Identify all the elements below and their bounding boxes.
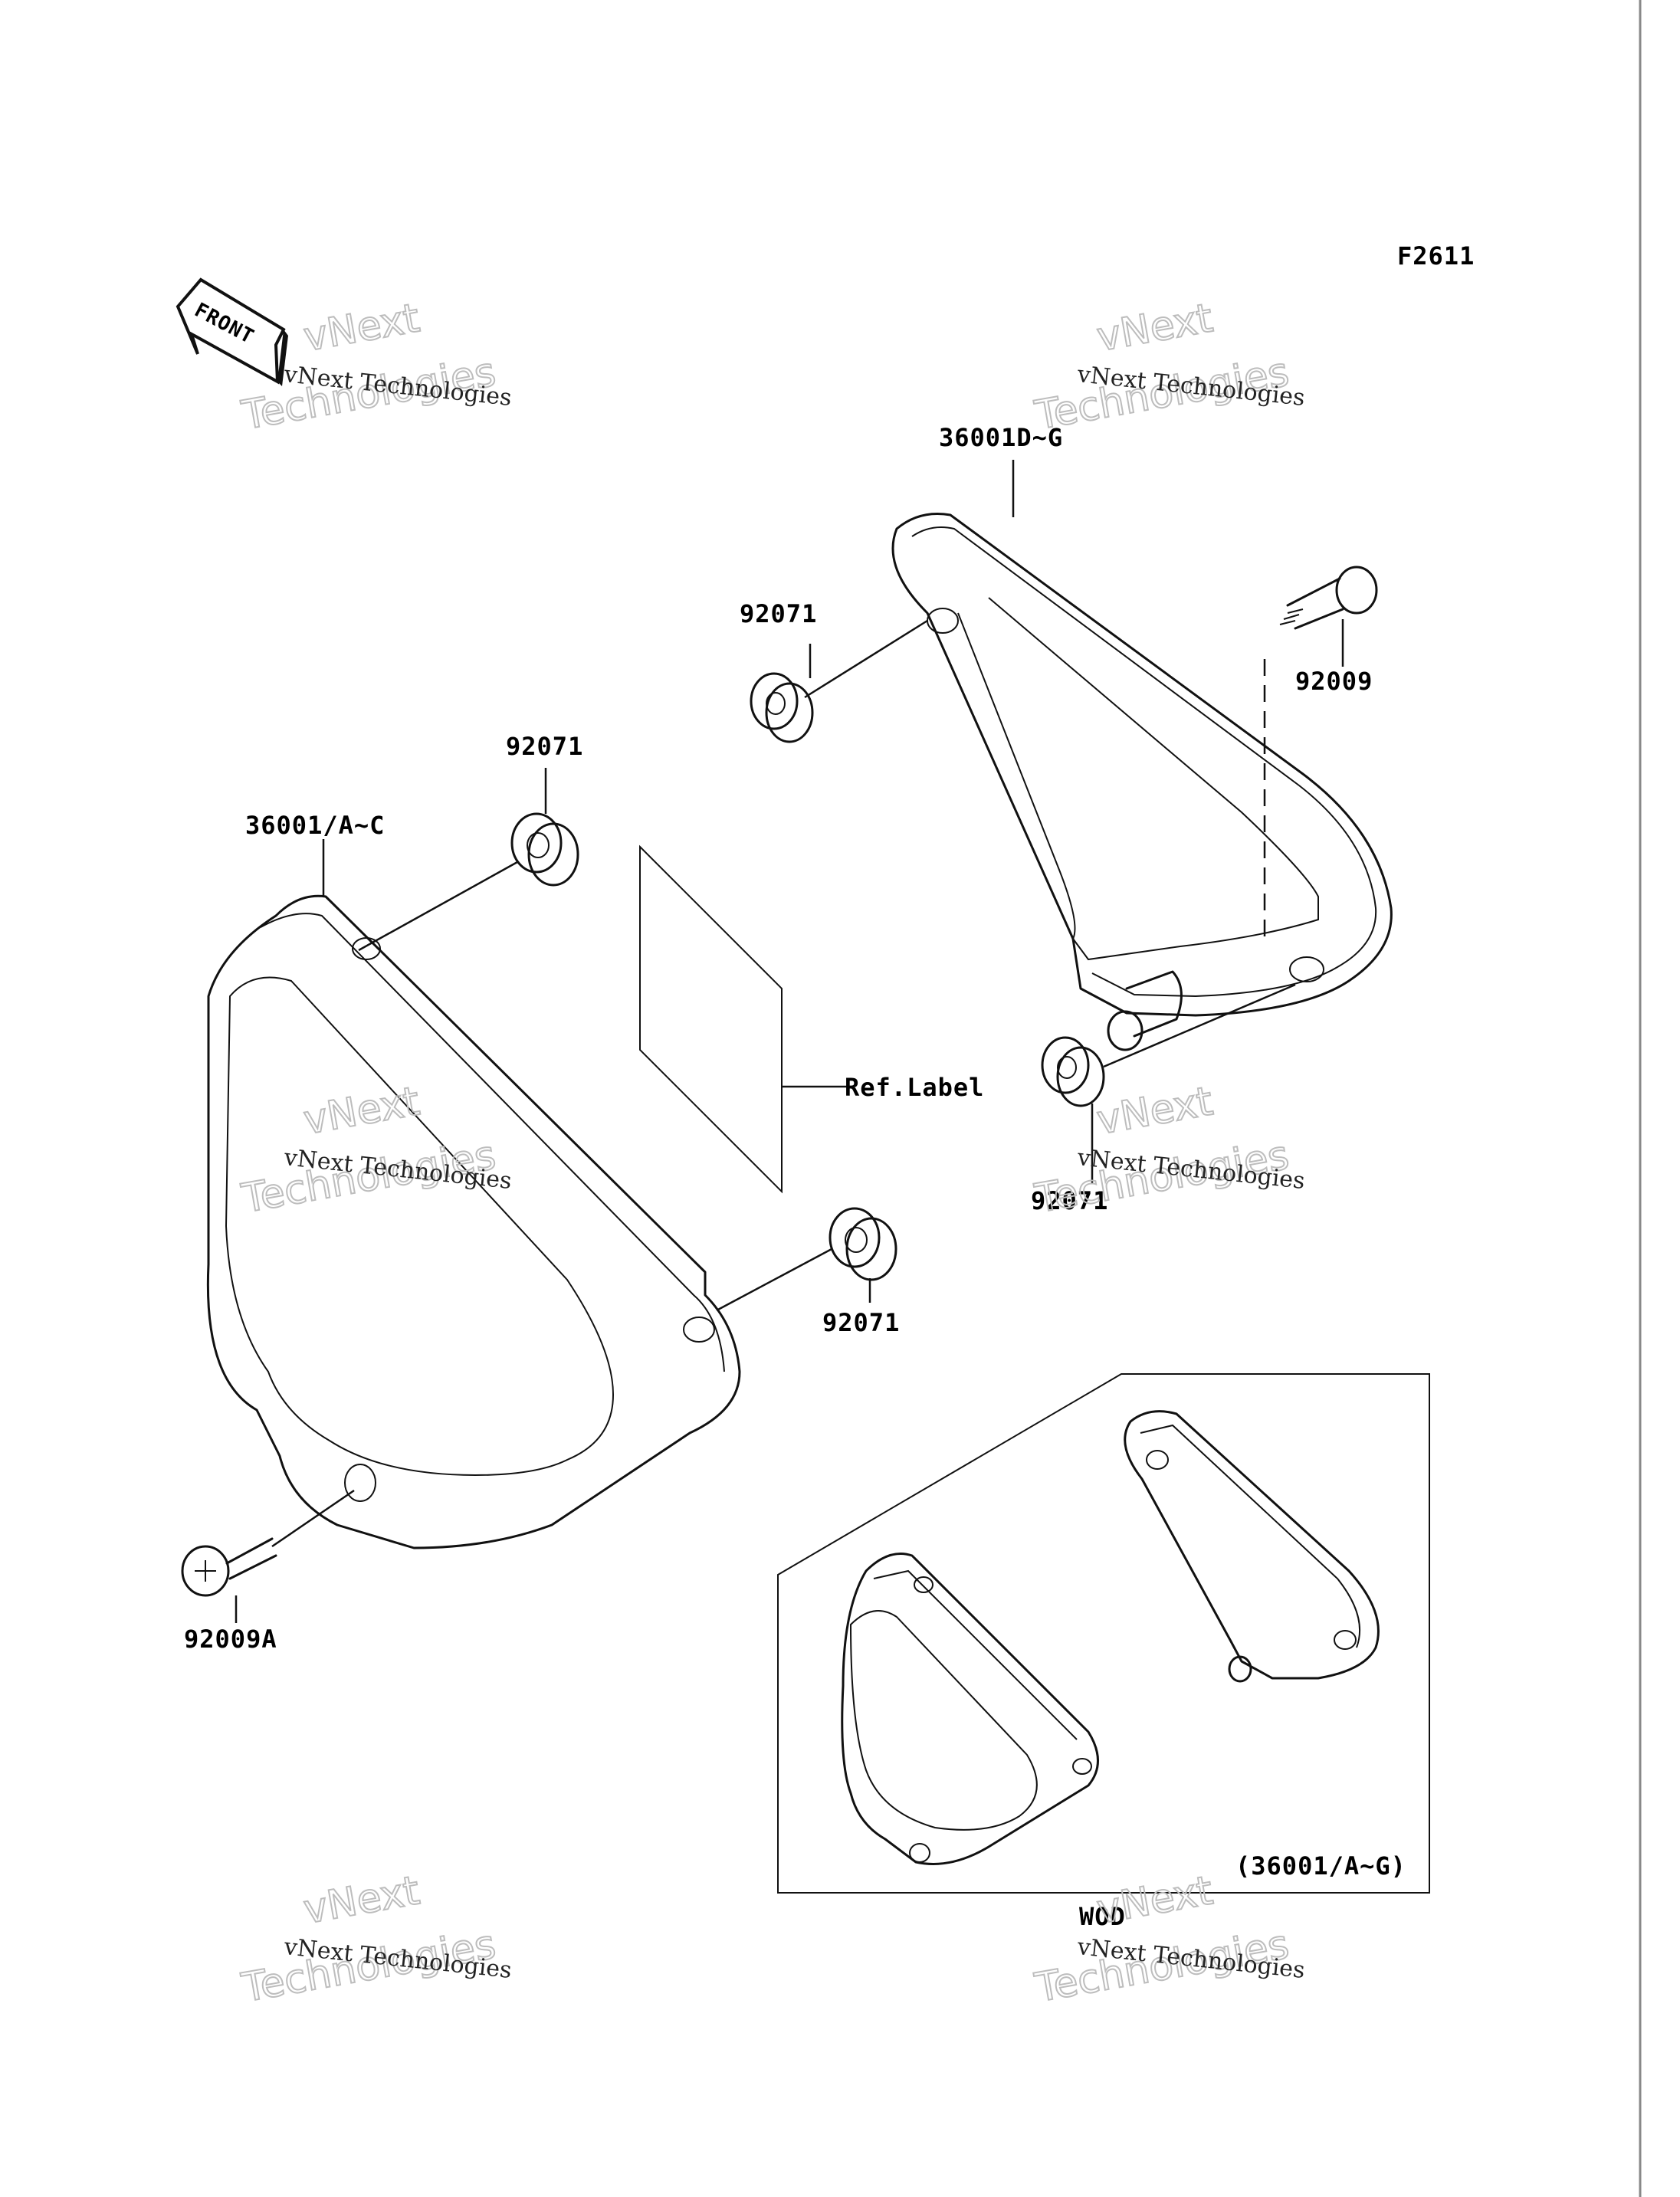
bolt-92009a-icon <box>181 1537 277 1597</box>
front-arrow-icon: FRONT <box>176 277 288 386</box>
left-side-cover <box>206 894 741 1549</box>
leader-grommet-lr <box>1103 983 1296 1068</box>
label-ref-label: Ref.Label <box>845 1073 984 1102</box>
label-36001d-g: 36001D~G <box>939 423 1063 452</box>
watermark-6: vNext Technologies vNext Technologies <box>1031 1867 1306 2012</box>
watermark-vnext: vNext <box>300 1867 423 1933</box>
label-92009: 92009 <box>1295 667 1373 696</box>
grommet-upper-right <box>750 672 814 743</box>
watermark-3: vNext Technologies vNext Technologies <box>238 1077 513 1223</box>
watermark-vnext: vNext <box>1094 1867 1216 1933</box>
ref-label-sheet <box>639 844 783 1194</box>
leader-bolt-92009a <box>271 1489 355 1548</box>
inset-note: WOD <box>1079 1902 1126 1931</box>
watermark-5: vNext Technologies vNext Technologies <box>238 1867 513 2012</box>
watermark-2: vNext Technologies vNext Technologies <box>1031 294 1306 440</box>
leader-grommet-ur <box>804 619 928 699</box>
label-92071-middle: 92071 <box>822 1308 900 1337</box>
figure-code: F2611 <box>1397 241 1475 271</box>
inset-caption: (36001/A~G) <box>1235 1851 1406 1881</box>
watermark-vnext: vNext <box>1094 295 1216 360</box>
bolt-92009-icon <box>1279 566 1378 630</box>
leader-grommet-ul <box>358 861 518 952</box>
watermark-vnext: vNext <box>300 295 423 360</box>
label-92071-upper-right: 92071 <box>740 599 817 628</box>
inset-frame <box>777 1373 1430 1894</box>
label-92009a: 92009A <box>184 1625 277 1654</box>
inset-left-cover <box>841 1553 1099 1865</box>
grommet-middle <box>829 1207 897 1281</box>
leader-grommet-mid <box>716 1248 832 1312</box>
grommet-lower-right <box>1041 1036 1105 1107</box>
inset-right-cover <box>1124 1410 1380 1683</box>
label-92071-lower-right: 92071 <box>1031 1186 1108 1215</box>
label-92071-upper-left: 92071 <box>506 732 583 761</box>
label-36001-a-c: 36001/A~C <box>245 811 385 840</box>
watermark-4: vNext Technologies vNext Technologies <box>1031 1077 1306 1223</box>
watermark-vnext: vNext <box>1094 1078 1216 1143</box>
watermark-vnext: vNext <box>300 1078 423 1143</box>
grommet-upper-left <box>510 812 579 887</box>
right-side-cover <box>891 512 1393 1051</box>
